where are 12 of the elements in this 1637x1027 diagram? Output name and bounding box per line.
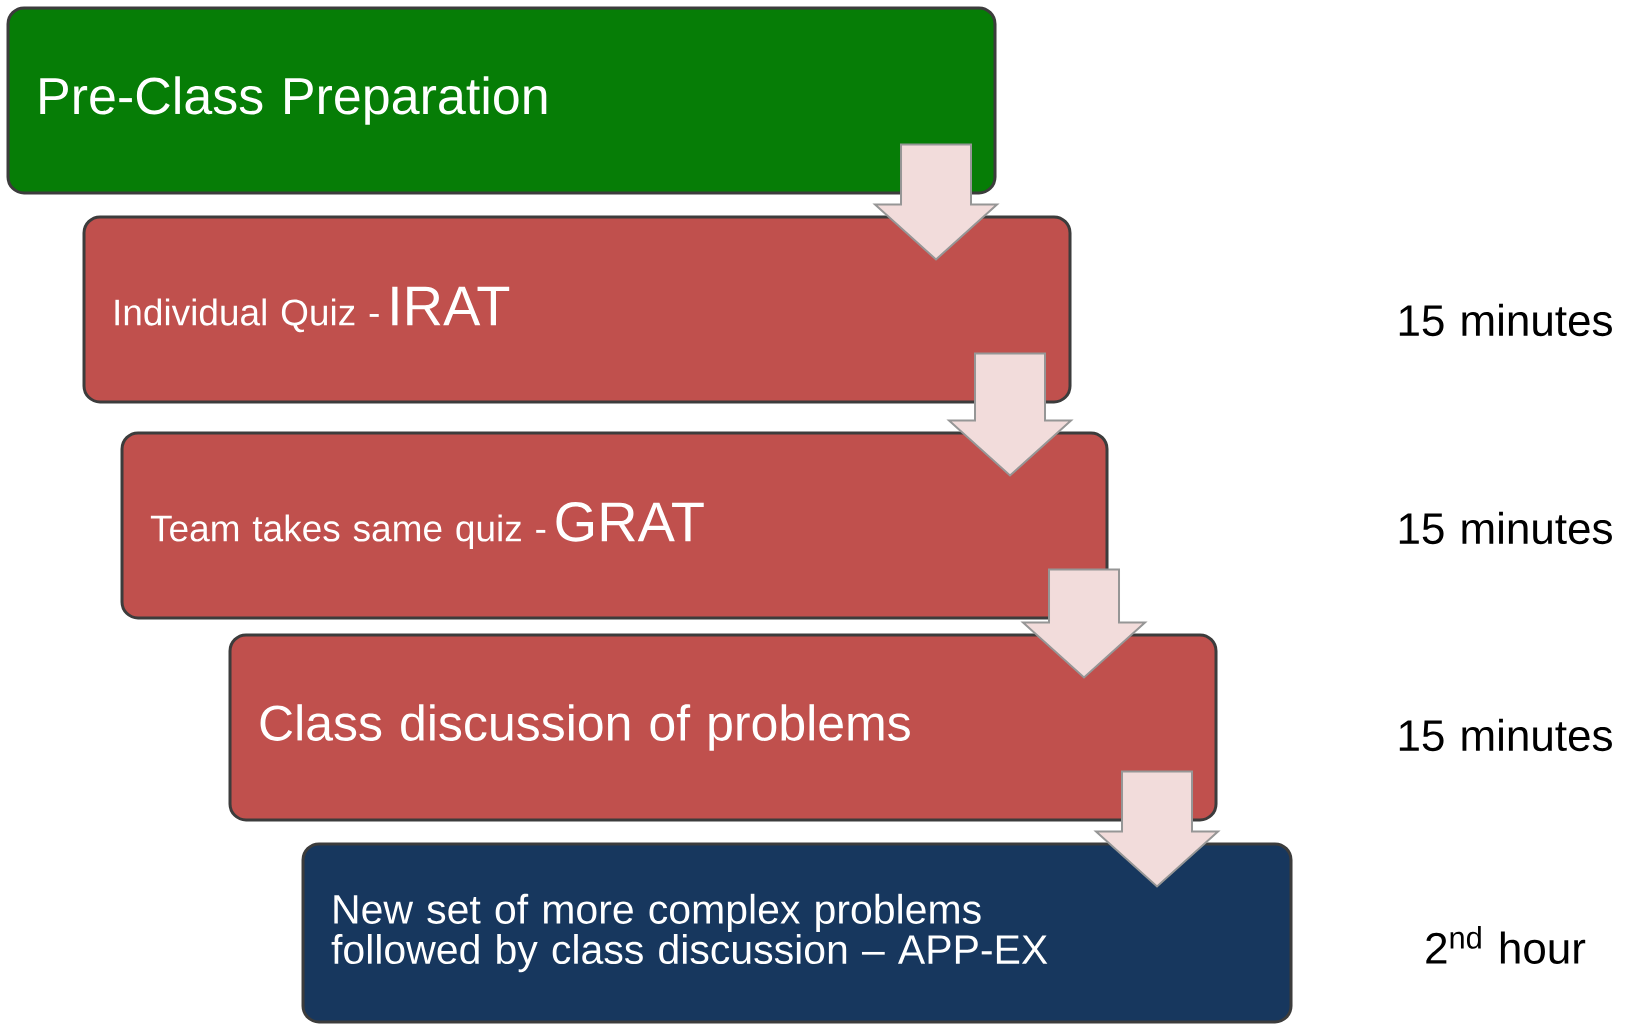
duration-label: 15 minutes (1399, 303, 1612, 337)
duration-label: 15 minutes (1399, 718, 1612, 752)
duration-label: 15 minutes (1399, 511, 1612, 545)
process-box: Class discussion of problems (228, 633, 1218, 822)
block-arrow (946, 352, 1074, 477)
process-box: Individual Quiz - IRAT (82, 215, 1072, 404)
duration-label: 2$^{nd}$ hour (1426, 926, 1586, 964)
block-arrow (872, 143, 1000, 261)
process-box: New set of more complex problems followed by class discussion – APP-EX (301, 842, 1293, 1024)
block-arrow (1020, 568, 1148, 679)
block-arrow (1093, 770, 1221, 888)
process-box: Pre-Class Preparation (6, 6, 997, 195)
